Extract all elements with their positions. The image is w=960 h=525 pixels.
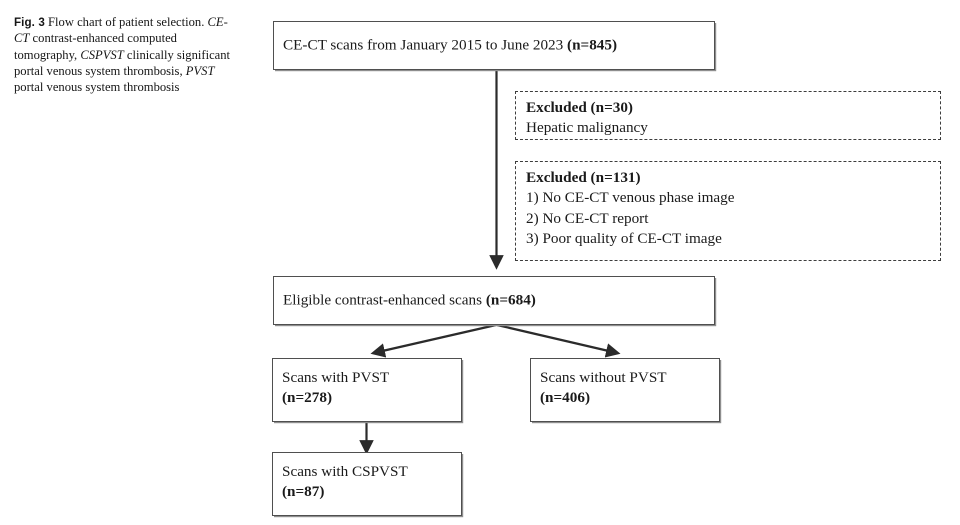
edge-eligible-to-without-pvst xyxy=(496,323,621,358)
figure-label: Fig. 3 xyxy=(14,16,45,29)
node-scans-without-pvst-label: Scans without PVST xyxy=(540,369,667,386)
node-scans-without-pvst-text: Scans without PVST (n=406) xyxy=(540,368,713,408)
node-scans-without-pvst-count: (n=406) xyxy=(540,388,590,406)
node-scans-with-cspvst-count: (n=87) xyxy=(282,482,325,500)
node-excluded-2-reason-1: 1) No CE-CT venous phase image xyxy=(526,189,735,207)
node-excluded-2-reason-2: 2) No CE-CT report xyxy=(526,209,649,227)
caption-text-part-4: portal venous system thrombosis xyxy=(14,80,180,95)
node-excluded-2-heading: Excluded (n=131) xyxy=(526,169,641,186)
caption-text-part-1: Flow chart of patient selection. xyxy=(48,15,208,29)
node-scans-with-cspvst[interactable]: Scans with CSPVST (n=87) xyxy=(272,452,462,516)
node-excluded-1-reason-1: Hepatic malignancy xyxy=(526,119,648,137)
node-scans-with-pvst-text: Scans with PVST (n=278) xyxy=(282,368,455,408)
node-scans-without-pvst[interactable]: Scans without PVST (n=406) xyxy=(530,358,720,422)
node-excluded-hepatic-malignancy[interactable]: Excluded (n=30) Hepatic malignancy xyxy=(515,91,941,140)
node-eligible-scans[interactable]: Eligible contrast-enhanced scans (n=684) xyxy=(273,276,715,325)
caption-text-part-2: contrast-enhanced computed tomography, xyxy=(14,31,177,62)
node-eligible-scans-text: Eligible contrast-enhanced scans (n=684) xyxy=(283,290,708,310)
figure-caption: Fig. 3 Flow chart of patient selection. … xyxy=(14,14,242,95)
node-excluded-2-reason-3: 3) Poor quality of CE-CT image xyxy=(526,230,722,248)
node-scans-with-pvst-count: (n=278) xyxy=(282,388,332,406)
caption-abbr-pvst: PVST xyxy=(185,63,215,78)
node-source-scans[interactable]: CE-CT scans from January 2015 to June 20… xyxy=(273,21,715,70)
node-eligible-scans-count: (n=684) xyxy=(485,291,536,309)
edge-eligible-to-with-pvst xyxy=(370,323,497,358)
node-eligible-scans-label: Eligible contrast-enhanced scans xyxy=(283,291,486,309)
caption-abbr-cect: CE-CT xyxy=(14,15,228,46)
caption-text-part-3: clinically significant portal venous sys… xyxy=(14,47,231,78)
caption-abbr-cspvst: CSPVST xyxy=(80,47,124,62)
node-scans-with-cspvst-label: Scans with CSPVST xyxy=(282,463,408,480)
node-source-scans-count: (n=845) xyxy=(567,36,618,54)
node-excluded-technical[interactable]: Excluded (n=131) 1) No CE-CT venous phas… xyxy=(515,161,941,261)
node-source-scans-text: CE-CT scans from January 2015 to June 20… xyxy=(283,35,708,55)
node-excluded-1-heading: Excluded (n=30) xyxy=(526,99,633,116)
node-source-scans-label: CE-CT scans from January 2015 to June 20… xyxy=(283,36,568,54)
node-excluded-1-lines: Excluded (n=30) Hepatic malignancy xyxy=(526,98,935,139)
node-excluded-2-lines: Excluded (n=131) 1) No CE-CT venous phas… xyxy=(526,168,935,250)
node-scans-with-pvst[interactable]: Scans with PVST (n=278) xyxy=(272,358,462,422)
node-scans-with-cspvst-text: Scans with CSPVST (n=87) xyxy=(282,462,455,502)
node-scans-with-pvst-label: Scans with PVST xyxy=(282,369,390,386)
